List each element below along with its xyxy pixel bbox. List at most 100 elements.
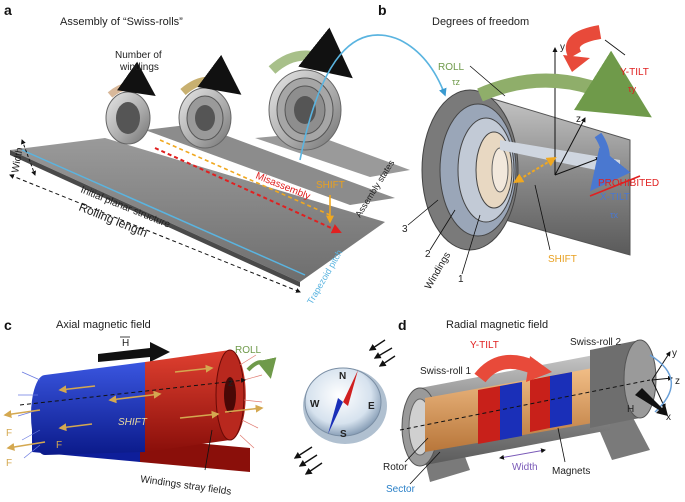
stray-fields-leader <box>204 429 213 471</box>
number-of-windings-label-1: Number of <box>115 50 162 61</box>
axis-z-line <box>554 117 586 176</box>
shift-label-b: SHIFT <box>548 254 577 265</box>
shift-label: SHIFT <box>316 180 345 191</box>
axis-z-label: z <box>576 114 581 125</box>
transfer-arrow <box>299 34 447 161</box>
swiss-roll-2-label: Swiss-roll 2 <box>570 337 622 348</box>
winding-number-1: 1 <box>458 274 464 285</box>
magnet-right-red <box>530 376 550 432</box>
y-tilt-arrow-head <box>563 55 590 72</box>
shift-arrow-b <box>513 156 557 184</box>
rolling-arrow-3 <box>268 27 353 79</box>
roll-arrow <box>477 50 652 118</box>
panel-d: d Radial magnetic field Y-TILT Swiss-rol… <box>383 317 680 495</box>
cylinder-blue-half <box>31 362 145 455</box>
force-arrow-2 <box>6 441 46 451</box>
axis-x-label-d: x <box>666 412 671 423</box>
compass-needle-south <box>328 398 343 434</box>
roll-tau-label: τz <box>452 77 461 87</box>
y-tilt-leader <box>604 39 626 56</box>
sector-leader <box>409 451 441 485</box>
number-of-windings-label-2: windings <box>119 62 159 73</box>
compass-w: W <box>310 399 320 410</box>
panel-c-title: Axial magnetic field <box>56 319 151 331</box>
panel-b-letter: b <box>378 2 387 18</box>
panel-c: c Axial magnetic field H z F F F <box>3 317 396 498</box>
compass-e: E <box>368 401 375 412</box>
panel-a-title: Assembly of “Swiss-rolls” <box>60 16 183 28</box>
misassembly-arrow <box>154 147 342 234</box>
panel-a: a Assembly of “Swiss-rolls” Number o <box>4 2 447 306</box>
swiss-roll-1-label: Swiss-roll 1 <box>420 366 472 377</box>
y-tilt-tau-label: τy <box>628 84 637 94</box>
sector-label: Sector <box>386 484 416 495</box>
cylinder-bore <box>224 377 236 413</box>
h-field-arrow <box>98 342 170 362</box>
panel-b-title: Degrees of freedom <box>432 16 529 28</box>
width-label-d: Width <box>512 462 538 473</box>
rotation-arc-d <box>649 354 672 413</box>
h-field-arrow-d <box>635 388 668 416</box>
x-tilt-tau-label: τx <box>610 210 619 220</box>
force-arrow-4 <box>58 423 93 432</box>
winding-1-leader <box>461 214 481 275</box>
rolling-arrow-1 <box>107 61 156 98</box>
magnets-leader <box>557 427 566 463</box>
rotor-label: Rotor <box>383 462 408 473</box>
y-tilt-arrow-d-head <box>526 356 552 382</box>
h-field-label: H <box>122 338 129 349</box>
winding-number-3: 3 <box>402 224 408 235</box>
force-arrow-3 <box>58 385 96 394</box>
panel-d-title: Radial magnetic field <box>446 319 548 331</box>
panel-c-letter: c <box>4 317 12 333</box>
h-field-label-d: H <box>627 404 634 415</box>
force-arrow-1 <box>3 409 41 419</box>
roll-leader <box>469 65 506 97</box>
magnet-left-blue <box>500 382 522 440</box>
x-tilt-arrow <box>590 132 631 192</box>
force-arrow-7 <box>224 404 264 413</box>
y-tilt-label-d: Y-TILT <box>470 340 499 351</box>
compass-needle-north <box>343 370 358 406</box>
windings-stray-fields-label: Windings stray fields <box>140 474 232 498</box>
compass-n: N <box>339 371 346 382</box>
roll-arrow-c <box>246 357 277 379</box>
axis-z-label-c: z <box>228 378 233 389</box>
panel-a-letter: a <box>4 2 12 18</box>
axis-y-label: y <box>560 42 565 53</box>
force-label-2: F <box>6 458 12 469</box>
magnet-right-blue <box>550 372 572 428</box>
panel-b: b Degrees of freedom y z x SHIFT ROLL τz… <box>378 2 659 292</box>
prohibited-label: PROHIBITED <box>598 178 659 189</box>
force-label-1: F <box>6 428 12 439</box>
axis-y-line-d <box>651 351 671 381</box>
roll-label-c: ROLL <box>235 345 262 356</box>
magnet-left-red <box>478 386 500 444</box>
axis-z-label-d: z <box>675 376 680 387</box>
force-label-3: F <box>56 440 62 451</box>
rolling-arrow-2 <box>180 54 242 96</box>
y-tilt-label: Y-TILT <box>620 67 649 78</box>
force-arrow-5 <box>174 364 214 373</box>
rotor-leader <box>404 437 429 463</box>
inner-layer-top <box>500 140 620 175</box>
shift-arrow-c <box>108 390 162 404</box>
roll-label: ROLL <box>438 62 465 73</box>
width-arrow-d <box>499 448 546 460</box>
winding-2-leader <box>429 209 456 251</box>
rotor-axis <box>399 379 651 431</box>
cylinder-core <box>491 147 509 193</box>
winding-number-2: 2 <box>425 249 431 260</box>
rolling-length-arrow <box>9 174 301 293</box>
winding-3-leader <box>407 199 439 226</box>
compass: N E S W <box>303 367 387 444</box>
panel-d-letter: d <box>398 317 407 333</box>
x-tilt-label: X-TILT <box>600 192 630 203</box>
magnets-label: Magnets <box>552 466 590 477</box>
axis-z-line-d <box>651 375 673 381</box>
roll-2 <box>178 87 232 149</box>
y-tilt-arrow <box>565 25 602 59</box>
compass-s: S <box>340 429 347 440</box>
prohibited-strike <box>589 175 641 197</box>
